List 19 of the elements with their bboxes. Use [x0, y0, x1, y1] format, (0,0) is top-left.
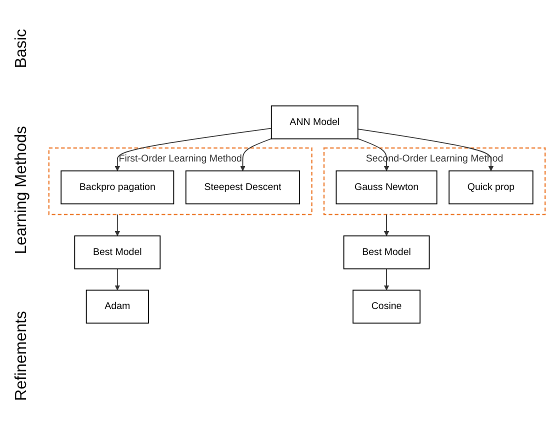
- arrow: [240, 138, 272, 172]
- node-box: Quick prop: [448, 170, 534, 205]
- node-box: Best Model: [74, 236, 161, 270]
- band-label: Learning Methods: [13, 126, 31, 254]
- node-box: Gauss Newton: [336, 170, 438, 205]
- arrow: [384, 214, 390, 237]
- arrow: [357, 138, 390, 172]
- arrow: [114, 128, 272, 172]
- arrow: [114, 268, 120, 291]
- arrow: [114, 214, 120, 237]
- node-box: Best Model: [343, 236, 430, 270]
- node-box: ANN Model: [270, 106, 358, 140]
- node-box: Adam: [86, 290, 149, 324]
- node-box: Steepest Descent: [185, 170, 300, 205]
- band-label: Basic: [13, 28, 31, 68]
- node-box: Backpro pagation: [60, 170, 174, 205]
- arrow: [384, 268, 390, 291]
- band-label: Refinements: [13, 311, 31, 402]
- node-box: Cosine: [352, 290, 420, 324]
